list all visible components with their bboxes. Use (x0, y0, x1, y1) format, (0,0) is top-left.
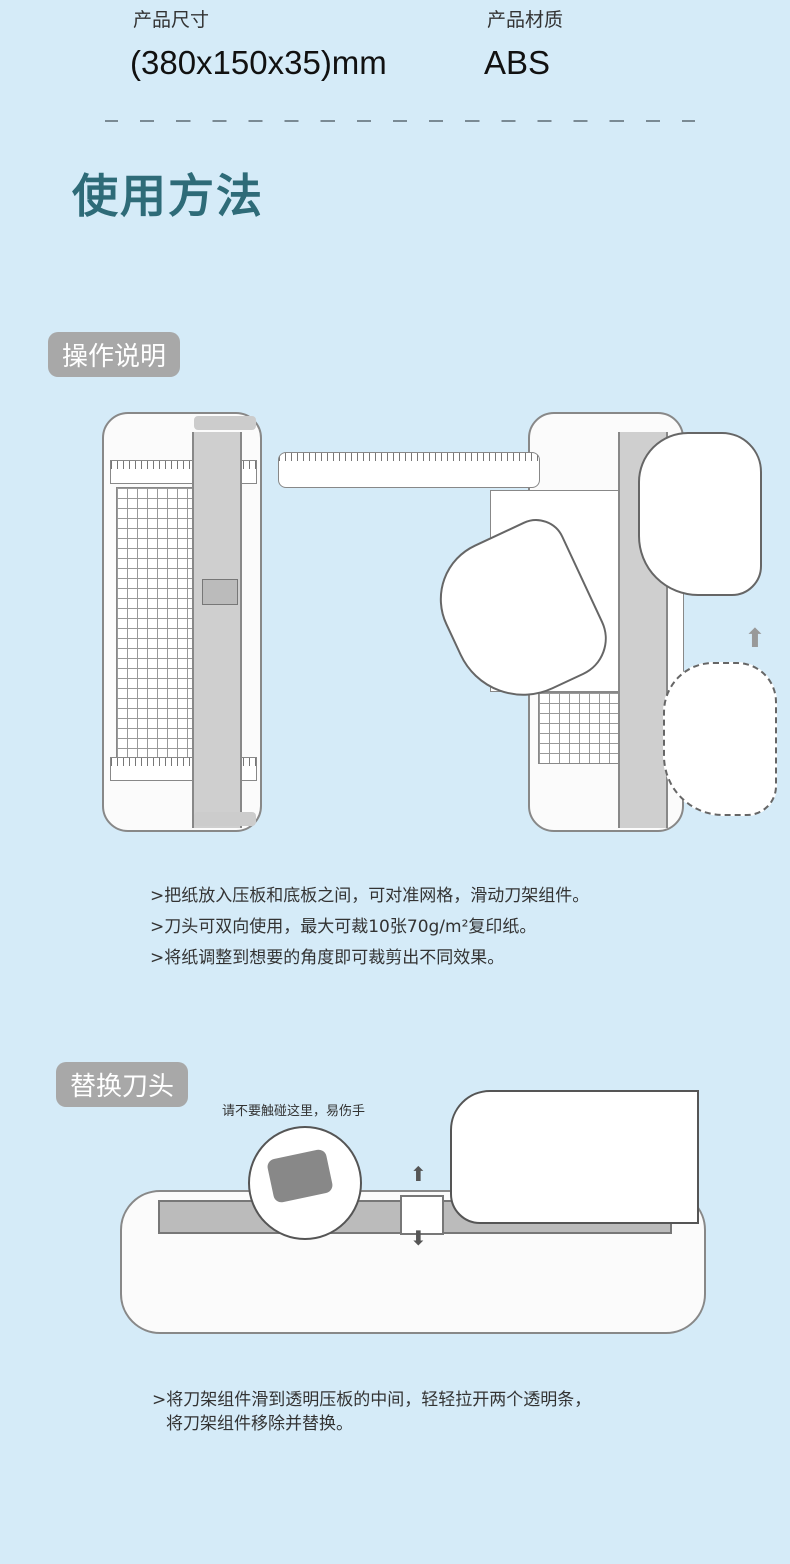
blade-holder (400, 1195, 444, 1235)
arrow-up-icon: ⬆ (744, 624, 766, 654)
spec-material-label: 产品材质 (487, 9, 564, 31)
hand-icon (638, 432, 762, 596)
blade-replacement-illustration: ⬆ ⬇ (120, 1090, 710, 1340)
arrow-down-icon: ⬇ (410, 1226, 427, 1250)
paper-cutter-illustration-right: ⬆ (278, 412, 778, 832)
dashed-divider (105, 120, 695, 122)
operation-notes: >把纸放入压板和底板之间，可对准网格，滑动刀架组件。 >刀头可双向使用，最大可裁… (150, 886, 590, 968)
paper-cutter-illustration-left (102, 412, 264, 832)
hand-icon (450, 1090, 699, 1224)
arrow-up-icon: ⬆ (410, 1162, 427, 1186)
replace-notes: >将刀架组件滑到透明压板的中间，轻轻拉开两个透明条， 将刀架组件移除并替换。 (152, 1390, 592, 1434)
spec-size-label: 产品尺寸 (133, 9, 210, 31)
section-title: 使用方法 (72, 169, 264, 223)
hand-icon (663, 662, 777, 816)
spec-material-value: ABS (484, 44, 551, 81)
operation-badge: 操作说明 (48, 332, 181, 377)
warning-text: 请不要触碰这里，易伤手 (222, 1104, 366, 1119)
spec-size-value: (380x150x35)mm (130, 44, 387, 81)
replace-badge: 替换刀头 (56, 1062, 189, 1107)
